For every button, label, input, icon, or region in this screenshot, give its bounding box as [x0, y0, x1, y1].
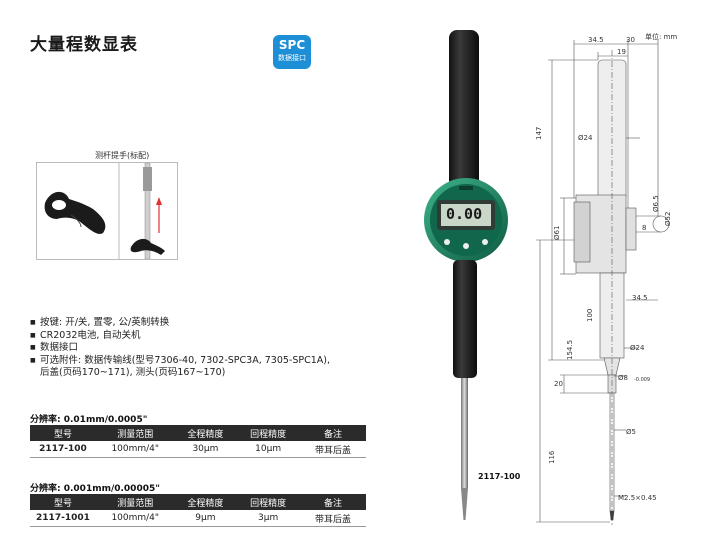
dim-8: 8 — [642, 224, 647, 232]
col-header: 回程精度 — [236, 494, 301, 510]
col-header: 测量范围 — [95, 425, 175, 441]
page-title: 大量程数显表 — [30, 35, 138, 55]
feature-item: 数据接口 — [30, 342, 360, 355]
col-header: 备注 — [300, 425, 366, 441]
feature-item: 按键: 开/关, 置零, 公/英制转换 — [30, 317, 360, 330]
cell-accuracy: 9μm — [174, 510, 237, 527]
dim-19: 19 — [617, 48, 626, 56]
table-row: 2117-100 100mm/4" 30μm 10μm 带耳后盖 — [30, 441, 366, 458]
dim-30: 30 — [626, 36, 635, 44]
col-header: 回程精度 — [236, 425, 301, 441]
dim-100: 100 — [586, 308, 594, 322]
lifter-caption: 测杆提手(标配) — [95, 151, 150, 160]
spc-badge: SPC 数据接口 — [273, 35, 311, 69]
col-header: 型号 — [30, 494, 96, 510]
dim-phi6-5: Ø6.5 — [652, 195, 660, 212]
dim-116: 116 — [548, 450, 556, 464]
col-header: 全程精度 — [174, 494, 237, 510]
cell-hysteresis: 10μm — [236, 441, 301, 458]
dim-34-5-mid: 34.5 — [632, 294, 648, 302]
resolution-label: 分辨率: 0.001mm/0.00005" — [30, 484, 160, 494]
dim-phi5: Ø5 — [626, 428, 636, 436]
feature-list: 按键: 开/关, 置零, 公/英制转换 CR2032电池, 自动关机 数据接口 … — [30, 317, 360, 380]
unit-label: 单位: mm — [645, 33, 678, 41]
resolution-label: 分辨率: 0.01mm/0.0005" — [30, 415, 148, 425]
dim-34-5-top: 34.5 — [588, 36, 604, 44]
cell-accuracy: 30μm — [174, 441, 237, 458]
col-header: 测量范围 — [95, 494, 175, 510]
dim-phi52: Ø52 — [664, 211, 672, 226]
lcd-reading: 0.00 — [446, 205, 483, 223]
col-header: 型号 — [30, 425, 96, 441]
dim-20: 20 — [554, 380, 563, 388]
indicator-photo — [424, 30, 508, 520]
feature-item-continued: 后盖(页码170~171), 测头(页码167~170) — [40, 367, 226, 378]
spc-badge-line2: 数据接口 — [278, 54, 306, 62]
col-header: 全程精度 — [174, 425, 237, 441]
feature-item: CR2032电池, 自动关机 — [30, 330, 360, 343]
cell-remark: 带耳后盖 — [300, 510, 366, 527]
dim-phi24-bot: Ø24 — [630, 344, 645, 352]
spc-badge-line1: SPC — [278, 38, 306, 52]
technical-drawing — [536, 40, 670, 525]
cell-hysteresis: 3μm — [236, 510, 301, 527]
dim-147: 147 — [535, 126, 543, 140]
dim-154-5: 154.5 — [566, 339, 574, 360]
feature-item: 可选附件: 数据传输线(型号7306-40, 7302-SPC3A, 7305-… — [30, 355, 360, 368]
cell-range: 100mm/4" — [95, 510, 175, 527]
product-model-label: 2117-100 — [478, 472, 521, 481]
dim-phi24-top: Ø24 — [578, 134, 593, 142]
col-header: 备注 — [300, 494, 366, 510]
cell-remark: 带耳后盖 — [300, 441, 366, 458]
dim-phi61: Ø61 — [553, 225, 561, 240]
cell-model: 2117-1001 — [30, 510, 96, 527]
cell-range: 100mm/4" — [95, 441, 175, 458]
table-row: 2117-1001 100mm/4" 9μm 3μm 带耳后盖 — [30, 510, 366, 527]
dim-thread: M2.5×0.45 — [618, 494, 657, 502]
lifter-image — [36, 162, 178, 260]
dim-phi8: Ø8 — [618, 374, 628, 382]
spec-table: 型号 测量范围 全程精度 回程精度 备注 2117-100 100mm/4" 3… — [30, 425, 366, 458]
cell-model: 2117-100 — [30, 441, 96, 458]
spec-table: 型号 测量范围 全程精度 回程精度 备注 2117-1001 100mm/4" … — [30, 494, 366, 527]
dim-tolerance: -0.009 — [634, 377, 651, 383]
